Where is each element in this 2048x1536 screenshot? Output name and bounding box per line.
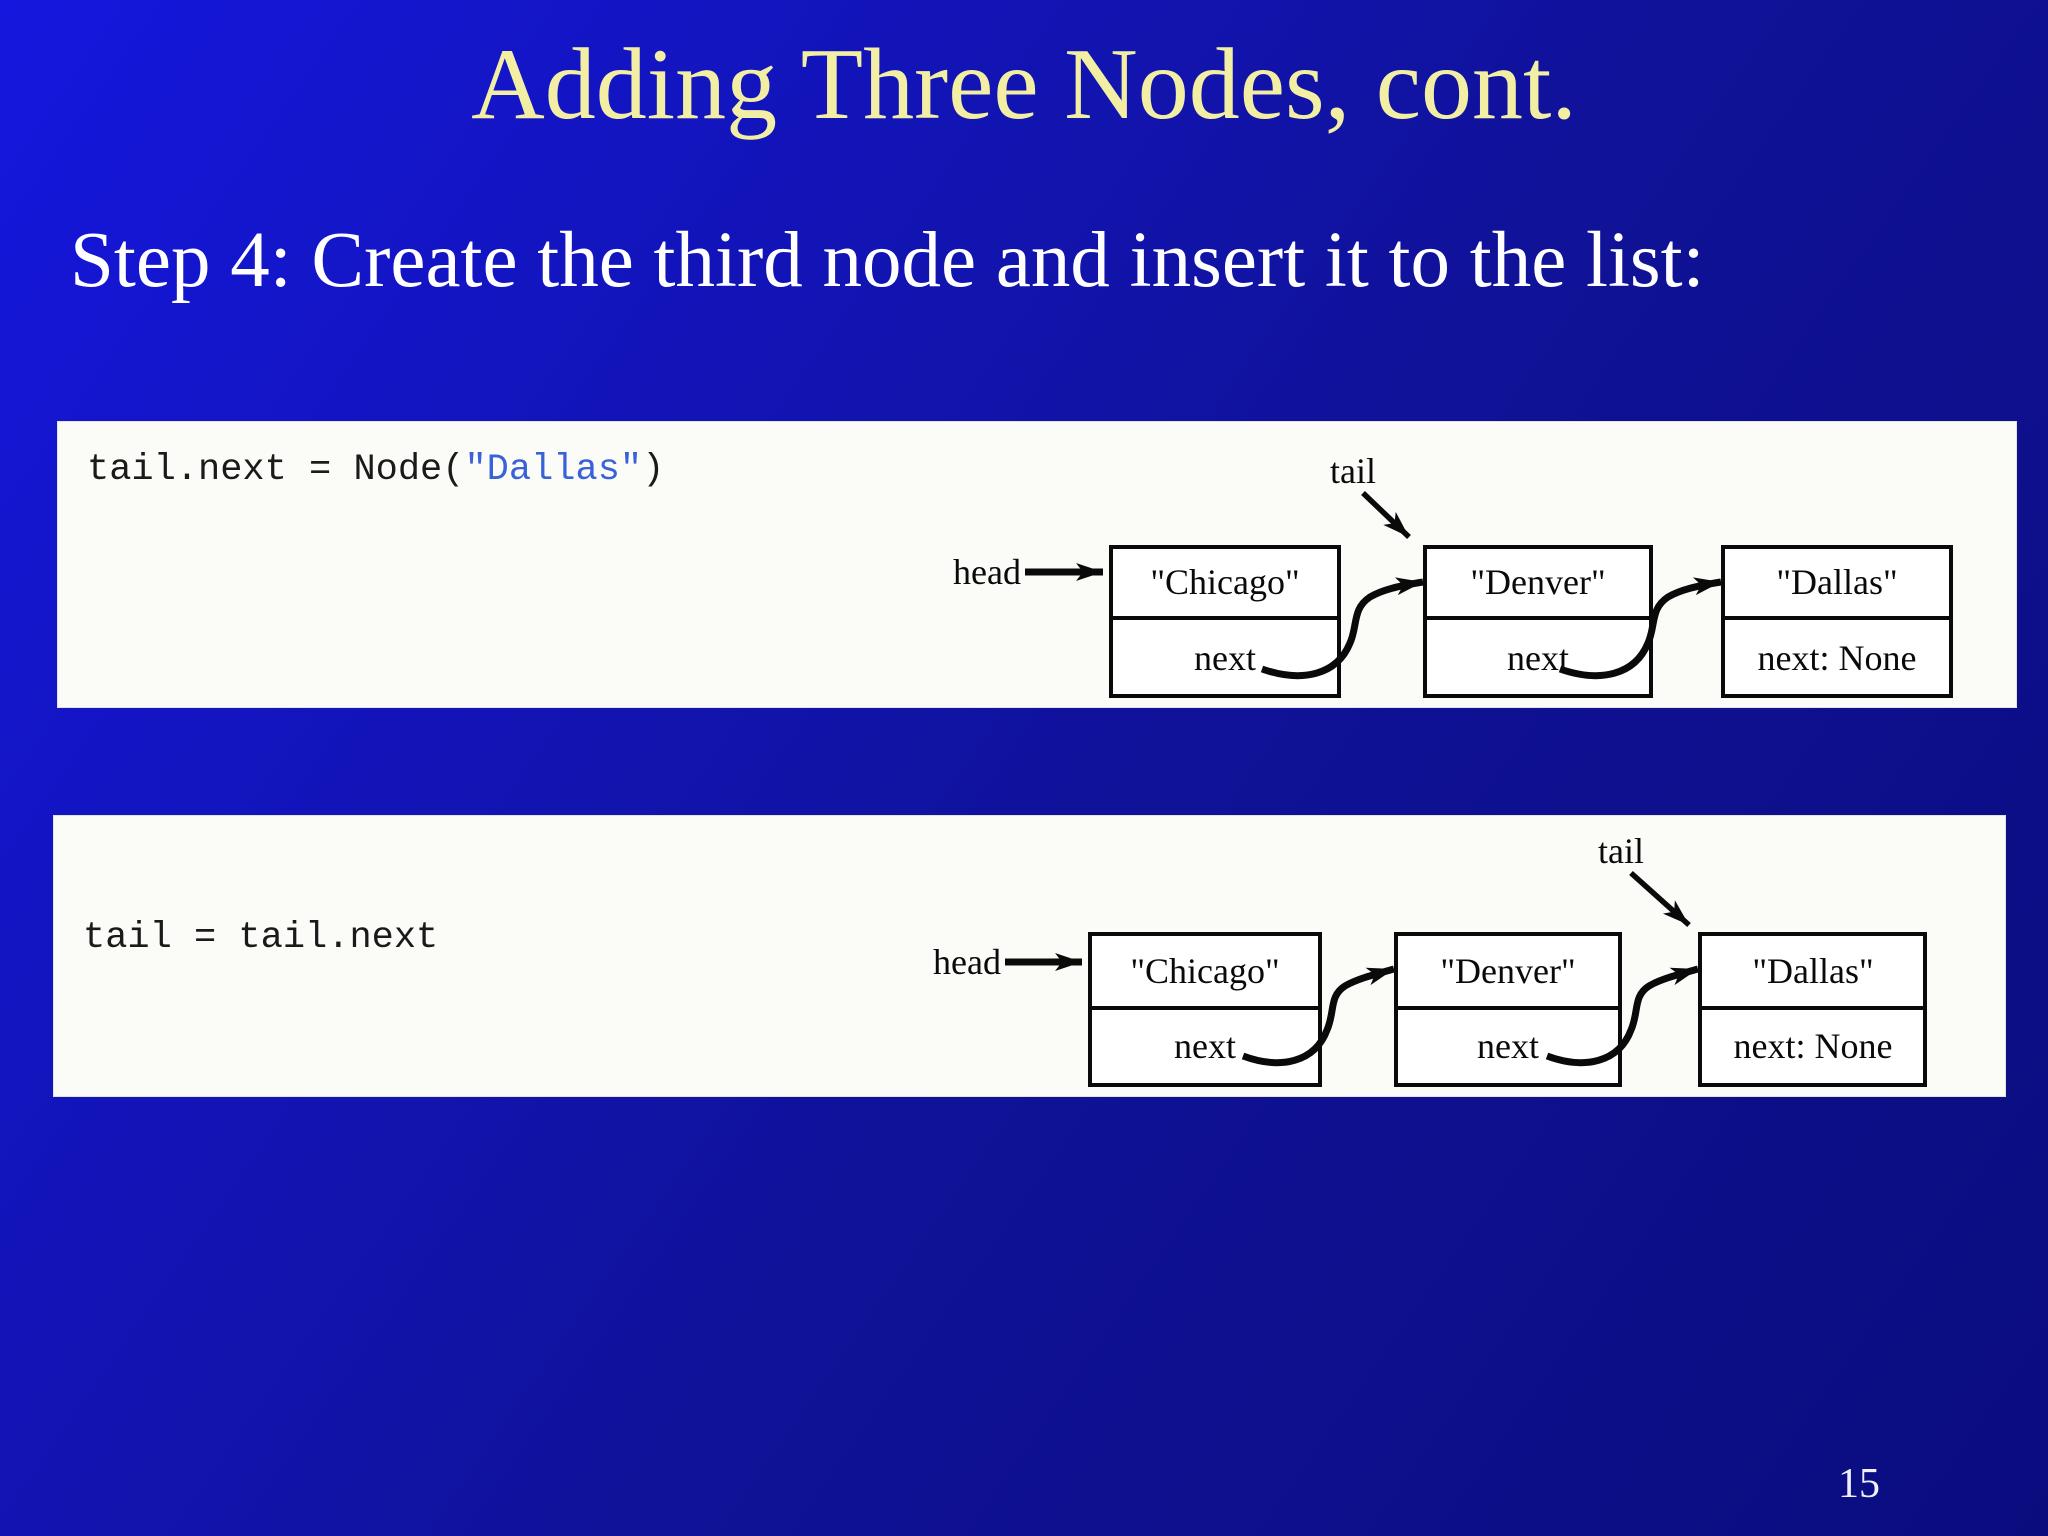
node-box <box>1109 545 1341 698</box>
node-dallas: "Dallas" next: None <box>1721 545 1953 698</box>
code-post: ) <box>642 449 665 491</box>
tail-label: tail <box>1598 831 1644 871</box>
node-value: "Dallas" <box>1776 562 1897 602</box>
tail-label: tail <box>1330 451 1376 491</box>
linked-list-diagram-1: head tail "Chicago" next "Denver" next <box>953 451 1953 698</box>
code-pre: tail.next = Node( <box>87 449 465 491</box>
node-next-label: next: None <box>1734 1026 1893 1066</box>
code-string-literal: "Dallas" <box>464 449 643 491</box>
node-next-label: next <box>1194 638 1256 678</box>
code-line-2: tail = tail.next <box>83 917 438 959</box>
page-number: 15 <box>1838 1461 1880 1507</box>
tail-arrow <box>1361 491 1411 539</box>
next-pointer-arrow <box>1260 577 1424 680</box>
node-box <box>1721 545 1953 698</box>
node-dallas: "Dallas" next: None <box>1698 932 1927 1087</box>
node-value: "Chicago" <box>1130 951 1279 991</box>
code-diagram-panel-2: tail = tail.next head tail "Chicago" nex… <box>53 815 2006 1097</box>
head-label: head <box>933 942 1001 982</box>
node-value: "Denver" <box>1470 562 1605 602</box>
slide-subtitle: Step 4: Create the third node and insert… <box>70 217 1705 304</box>
node-next-label: next <box>1174 1026 1236 1066</box>
node-value: "Dallas" <box>1752 951 1873 991</box>
code-diagram-panel-1: tail.next = Node("Dallas") head tail "Ch… <box>57 421 2017 708</box>
tail-arrow <box>1629 870 1691 928</box>
node-chicago: "Chicago" next <box>1109 545 1341 698</box>
next-pointer-arrow <box>1241 965 1395 1067</box>
node-value: "Chicago" <box>1150 562 1299 602</box>
node-next-label: next: None <box>1758 638 1917 678</box>
slide-title: Adding Three Nodes, cont. <box>471 28 1577 141</box>
next-pointer-arrow <box>1545 965 1699 1067</box>
head-label: head <box>953 552 1021 592</box>
node-next-label: next <box>1507 638 1569 678</box>
code-line-1: tail.next = Node("Dallas") <box>87 449 664 491</box>
node-next-label: next <box>1477 1026 1539 1066</box>
next-pointer-arrow <box>1558 577 1722 680</box>
linked-list-diagram-2: head tail "Chicago" next "Denver" next <box>933 831 1927 1087</box>
code-pre: tail = tail.next <box>83 917 439 959</box>
node-value: "Denver" <box>1440 951 1575 991</box>
